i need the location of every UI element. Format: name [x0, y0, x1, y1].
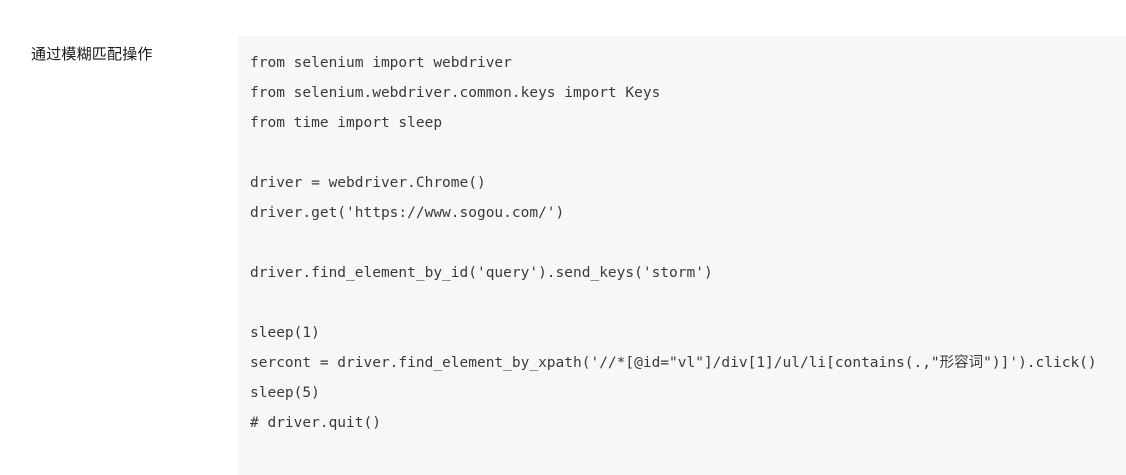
- code-line: from selenium import webdriver: [250, 55, 512, 71]
- code-line: driver.get('https://www.sogou.com/'): [250, 205, 565, 221]
- code-line: # driver.quit(): [250, 415, 381, 431]
- code-line: sleep(1): [250, 325, 320, 341]
- code-line: sleep(5): [250, 385, 320, 401]
- code-line: from time import sleep: [250, 115, 443, 131]
- code-line: [250, 138, 1116, 168]
- annotation-column: 通过模糊匹配操作: [0, 0, 238, 475]
- code-line: [250, 228, 1116, 258]
- code-line: driver.find_element_by_id('query').send_…: [250, 265, 713, 281]
- code-line: from selenium.webdriver.common.keys impo…: [250, 85, 661, 101]
- annotation-label: 通过模糊匹配操作: [31, 46, 153, 63]
- code-block[interactable]: from selenium import webdriver from selen…: [238, 36, 1126, 475]
- code-line: [250, 288, 1116, 318]
- code-line: driver = webdriver.Chrome(): [250, 175, 486, 191]
- code-line: sercont = driver.find_element_by_xpath('…: [250, 355, 1097, 371]
- code-lines-container: from selenium import webdriver from selen…: [250, 48, 1116, 438]
- code-content[interactable]: from selenium import webdriver from selen…: [250, 48, 1116, 438]
